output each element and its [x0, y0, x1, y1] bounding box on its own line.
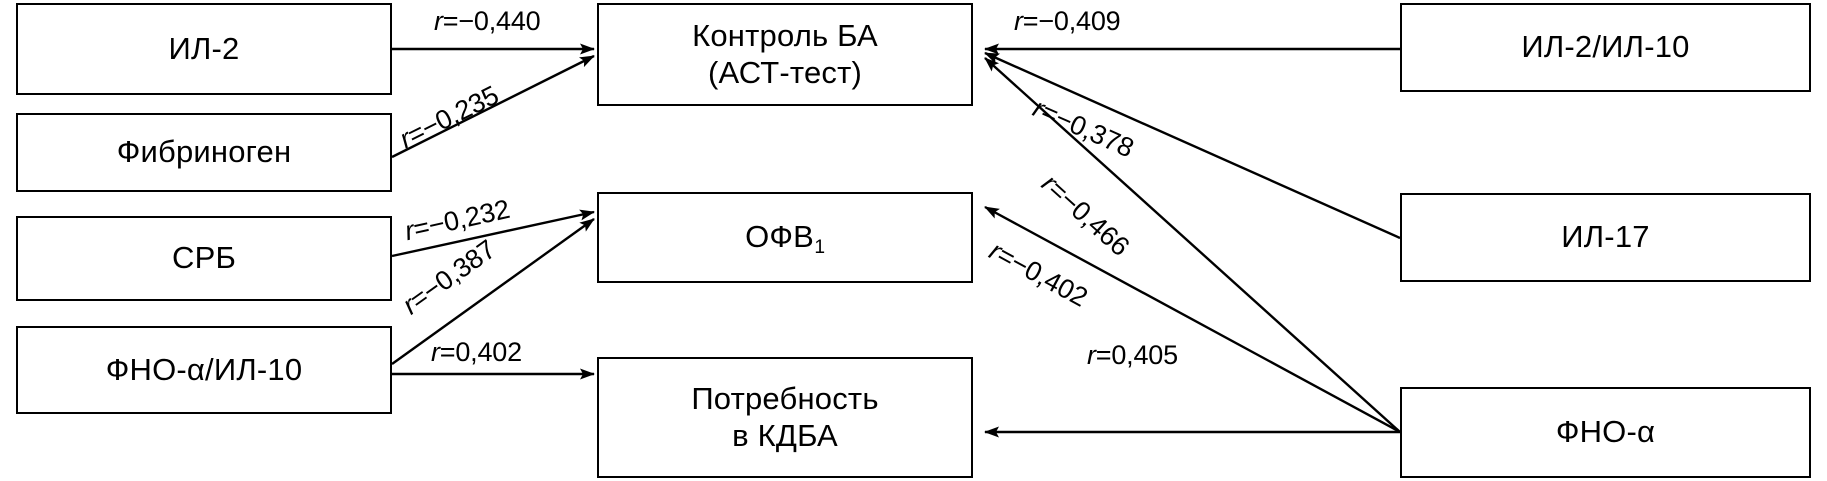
- node-srb-label: СРБ: [171, 240, 236, 276]
- edge-label-tnfa-il10-fev1: r=−0,387: [396, 233, 502, 321]
- node-fev1-label: ОФВ1: [745, 219, 826, 259]
- node-control-ba[interactable]: Контроль БА (АСТ-тест): [597, 3, 973, 106]
- edge-label-srb-fev1: r=−0,232: [401, 193, 513, 247]
- edge-label-fibrinogen-control: r=−0,235: [394, 79, 504, 155]
- node-il2-il10[interactable]: ИЛ-2/ИЛ-10: [1400, 3, 1811, 92]
- edge-label-il17-control: r=−0,378: [1028, 92, 1139, 164]
- node-tnfa[interactable]: ФНО-α: [1400, 387, 1811, 478]
- node-fev1-subscript: 1: [814, 237, 826, 259]
- node-il2[interactable]: ИЛ-2: [16, 3, 392, 95]
- node-fev1[interactable]: ОФВ1: [597, 192, 973, 283]
- edge-label-tnfa-il10-saba: r=0,402: [431, 337, 522, 367]
- node-il17-label: ИЛ-17: [1561, 219, 1650, 255]
- edge-label-tnfa-saba: r=0,405: [1087, 340, 1178, 370]
- edge-label-tnfa-control: r=−0,466: [1035, 168, 1136, 262]
- node-control-ba-label: Контроль БА (АСТ-тест): [692, 17, 878, 90]
- node-fibrinogen[interactable]: Фибриноген: [16, 113, 392, 192]
- node-saba-need[interactable]: Потребность в КДБА: [597, 357, 973, 478]
- node-il2-il10-label: ИЛ-2/ИЛ-10: [1521, 29, 1690, 65]
- node-tnfa-label: ФНО-α: [1555, 414, 1656, 450]
- edge-label-tnfa-fev1: r=−0,402: [984, 235, 1093, 313]
- edge-il17-to-control: [984, 51, 1401, 240]
- node-il2-label: ИЛ-2: [168, 30, 240, 66]
- edge-label-il2-il10-control: r=−0,409: [1014, 6, 1121, 36]
- node-tnfa-il10-label: ФНО-α/ИЛ-10: [105, 351, 303, 387]
- edge-label-il2-control: r=−0,440: [434, 6, 541, 36]
- node-tnfa-il10[interactable]: ФНО-α/ИЛ-10: [16, 326, 392, 414]
- node-srb[interactable]: СРБ: [16, 216, 392, 301]
- edge-tnfa-to-fev1: [984, 205, 1401, 434]
- node-il17[interactable]: ИЛ-17: [1400, 193, 1811, 282]
- node-fibrinogen-label: Фибриноген: [116, 134, 292, 170]
- node-saba-need-label: Потребность в КДБА: [691, 380, 879, 453]
